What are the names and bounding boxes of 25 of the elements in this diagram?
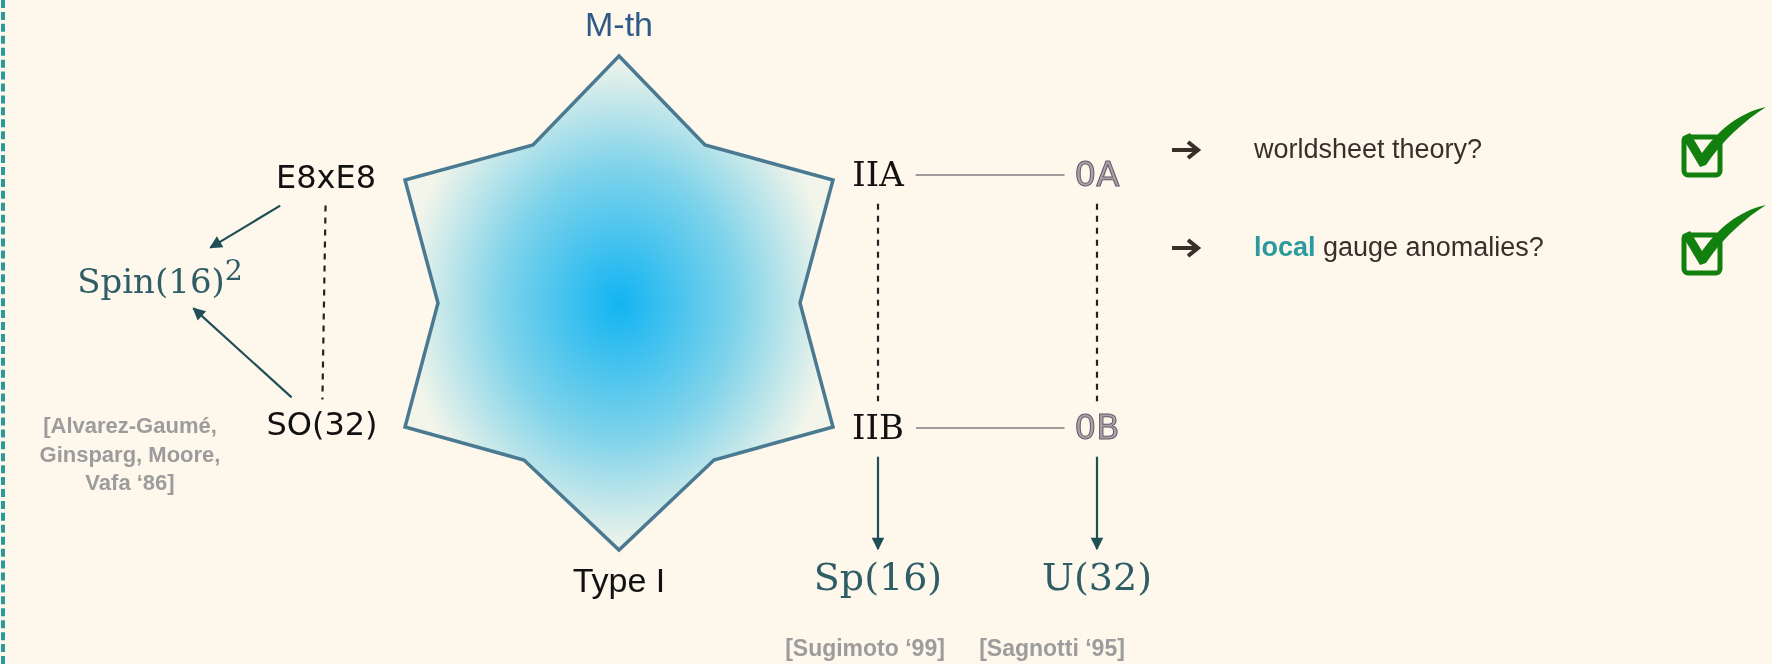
question-text: worldsheet theory? (1254, 133, 1483, 167)
citation-text: [Sugimoto ‘99] (785, 634, 945, 662)
citation-text: [Sagnotti ‘95] (979, 634, 1125, 662)
group-label: E8xE8 (271, 158, 381, 198)
question-text: local gauge anomalies? (1254, 231, 1544, 265)
connector-line (876, 203, 880, 402)
arrow (192, 307, 293, 399)
group-label: IIB (848, 407, 908, 449)
group-label: 0A (1070, 154, 1124, 196)
connector-line (321, 205, 327, 400)
connector-line (1095, 203, 1099, 402)
title-label: M-th (585, 3, 653, 45)
group-label: Spin(16)$^{2}$ (73, 253, 247, 303)
vertex-label: Type I (572, 559, 666, 601)
citation-text: [Alvarez-Gaumé, Ginsparg, Moore, Vafa ‘86] (38, 412, 222, 498)
arrow (871, 456, 885, 551)
group-label: U(32) (1038, 555, 1156, 601)
group-label: Sp(16) (809, 555, 947, 601)
arrow (1090, 456, 1104, 551)
group-label: SO(32) (262, 405, 382, 445)
group-label: 0B (1070, 407, 1124, 449)
connector-line (915, 173, 1065, 177)
connector-line (915, 426, 1065, 430)
group-label: IIA (848, 154, 908, 196)
arrow (209, 204, 281, 249)
